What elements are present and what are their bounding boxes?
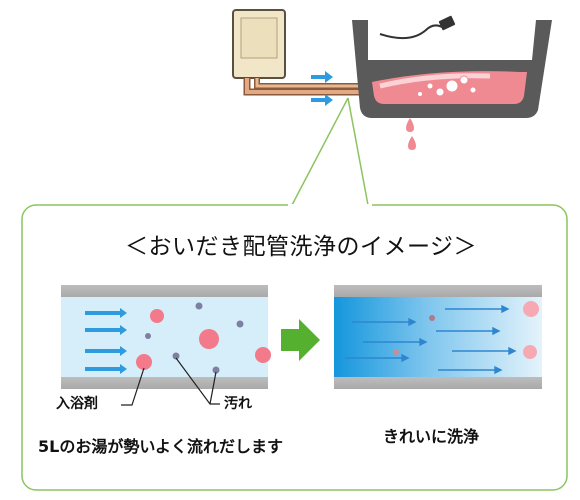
- dirt-particles-after: [393, 301, 539, 359]
- bathtub-icon: [352, 15, 552, 150]
- diagram-title: ＜おいだき配管洗浄のイメージ＞: [125, 234, 478, 260]
- after-caption: きれいに洗浄: [383, 427, 480, 446]
- right-arrow-icon: [281, 319, 320, 361]
- bath-agent-label: 入浴剤: [56, 396, 98, 412]
- dirt-particles-before: [136, 302, 271, 374]
- before-caption: 5Lのお湯が勢いよく流れだします: [38, 437, 284, 456]
- flow-arrows-before: [85, 308, 127, 374]
- flow-arrows-after: [345, 304, 517, 375]
- water-heater-icon: [232, 9, 286, 79]
- pipe-flow-arrows: [311, 71, 333, 106]
- pipe-before: [61, 285, 271, 406]
- dirt-label: 汚れ: [224, 396, 252, 412]
- pipe-after: [334, 285, 542, 389]
- callout-lines: [291, 97, 369, 206]
